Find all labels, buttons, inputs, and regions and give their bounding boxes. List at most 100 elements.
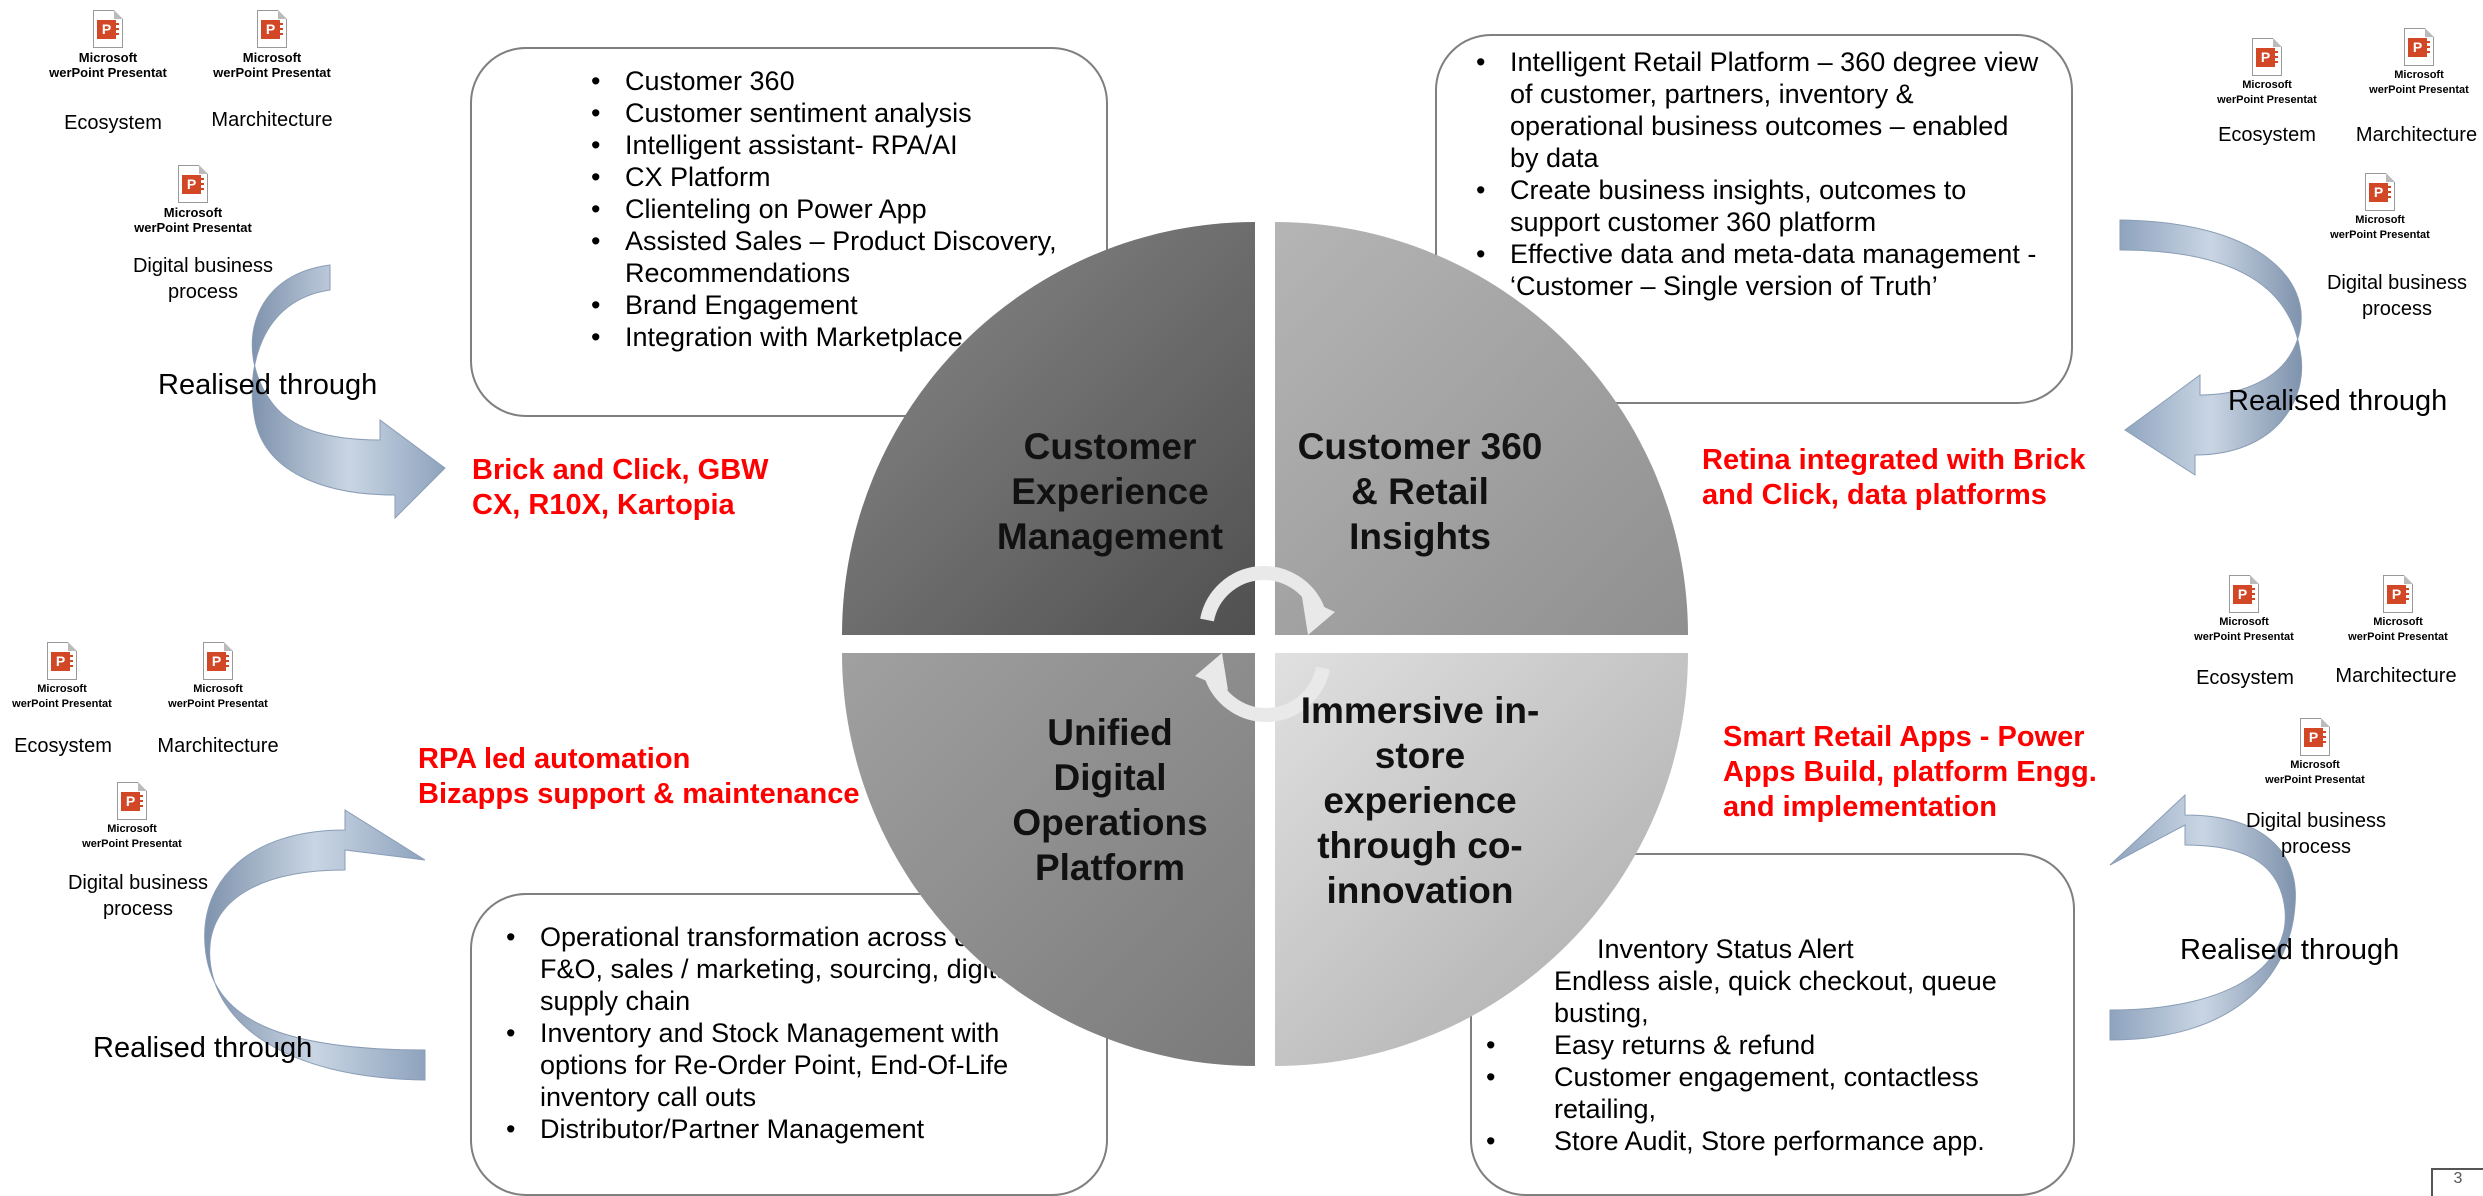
quadrant-label-bottom-right: Immersive in-store experience through co… (1300, 690, 1540, 911)
box-item: Easy returns & refund (1482, 1029, 2002, 1061)
ppt-embed-ecosystem[interactable]: P Microsoft werPoint Presentat (0, 642, 137, 712)
ppt-caption: Microsoft (2355, 214, 2405, 226)
ppt-caption: Microsoft (107, 823, 157, 835)
ppt-caption: Microsoft (193, 683, 243, 695)
box-item: Assisted Sales – Product Discovery, Reco… (587, 225, 1087, 289)
powerpoint-file-icon: P (2383, 575, 2413, 613)
powerpoint-file-icon: P (257, 10, 287, 48)
ppt-caption: werPoint Presentat (82, 838, 182, 850)
box-item: Brand Engagement (587, 289, 1087, 321)
box-item: CX Platform (587, 161, 1087, 193)
box-item: Inventory and Stock Management with opti… (502, 1017, 1062, 1113)
ppt-embed-digital-business-process[interactable]: P Microsoft werPoint Presentat (2240, 718, 2390, 788)
curved-arrow-bottom-left (204, 809, 426, 1081)
ppt-embed-ecosystem[interactable]: P Microsoft werPoint Presentat (2192, 38, 2342, 108)
ppt-caption: werPoint Presentat (2194, 631, 2294, 643)
quadrant-label-bottom-left: Unified Digital Operations Platform (1012, 712, 1208, 888)
realised-through-label: Realised through (2180, 934, 2400, 966)
box-bottom-left: Operational transformation across core F… (470, 893, 1108, 1196)
curved-arrow-top-left (251, 264, 446, 520)
box-item: Integration with Marketplace (587, 321, 1087, 353)
ppt-label-marchitecture: Marchitecture (2355, 124, 2478, 146)
box-item: Customer sentiment analysis (587, 97, 1087, 129)
ppt-caption: Microsoft (163, 205, 223, 220)
ppt-caption: werPoint Presentat (2330, 229, 2430, 241)
powerpoint-file-icon: P (2404, 28, 2434, 66)
ppt-caption: werPoint Presentat (2348, 631, 2448, 643)
ppt-embed-marchitecture[interactable]: P Microsoft werPoint Presentat (2344, 28, 2483, 98)
powerpoint-file-icon: P (117, 782, 147, 820)
quadrant-bottom-right (1275, 653, 1688, 1066)
ppt-caption: werPoint Presentat (168, 698, 268, 710)
powerpoint-file-icon: P (47, 642, 77, 680)
ppt-caption: werPoint Presentat (12, 698, 112, 710)
ppt-embed-marchitecture[interactable]: P Microsoft werPoint Presentat (143, 642, 293, 712)
box-item: Inventory Status Alert (1597, 934, 1854, 964)
quadrant-top-left (842, 222, 1255, 635)
ppt-embed-ecosystem[interactable]: P Microsoft werPoint Presentat (33, 10, 183, 80)
ppt-label-ecosystem: Ecosystem (2218, 124, 2316, 146)
curved-arrow-top-right (2119, 219, 2303, 476)
ppt-label-marchitecture: Marchitecture (211, 109, 333, 131)
ppt-label-ecosystem: Ecosystem (64, 112, 162, 134)
ppt-embed-marchitecture[interactable]: P Microsoft werPoint Presentat (2323, 575, 2473, 645)
box-item: Clienteling on Power App (587, 193, 1087, 225)
quadrant-top-right (1275, 222, 1688, 635)
ppt-embed-marchitecture[interactable]: P Microsoft werPoint Presentat (197, 10, 347, 80)
ppt-caption: Microsoft (78, 50, 138, 65)
powerpoint-file-icon: P (2252, 38, 2282, 76)
realised-through-label: Realised through (93, 1032, 313, 1064)
ppt-embed-ecosystem[interactable]: P Microsoft werPoint Presentat (2169, 575, 2319, 645)
ppt-caption: Microsoft (2290, 759, 2340, 771)
powerpoint-file-icon: P (203, 642, 233, 680)
ppt-caption: Microsoft (2373, 616, 2423, 628)
quadrant-label-top-right: Customer 360 & Retail Insights (1297, 426, 1543, 557)
cycle-arrows-icon (1195, 566, 1335, 722)
ppt-caption: Microsoft (242, 50, 302, 65)
ppt-caption: Microsoft (2394, 69, 2444, 81)
ppt-caption: werPoint Presentat (134, 220, 252, 235)
powerpoint-file-icon: P (2300, 718, 2330, 756)
ppt-label-marchitecture: Marchitecture (157, 735, 279, 757)
box-item: Customer engagement, contactless retaili… (1482, 1061, 2002, 1125)
box-item: Endless aisle, quick checkout, queue bus… (1554, 966, 1997, 1028)
box-top-left: Customer 360 Customer sentiment analysis… (470, 47, 1108, 417)
ppt-embed-digital-business-process[interactable]: P Microsoft werPoint Presentat (118, 165, 268, 235)
box-item: Intelligent assistant- RPA/AI (587, 129, 1087, 161)
realised-through-label: Realised through (2228, 385, 2448, 417)
box-item: Intelligent Retail Platform – 360 degree… (1472, 46, 2042, 174)
ppt-caption: werPoint Presentat (49, 65, 167, 80)
box-item: Effective data and meta-data management … (1472, 238, 2042, 302)
ppt-embed-digital-business-process[interactable]: P Microsoft werPoint Presentat (57, 782, 207, 852)
powerpoint-file-icon: P (178, 165, 208, 203)
powerpoint-file-icon: P (2229, 575, 2259, 613)
powerpoint-file-icon: P (2365, 173, 2395, 211)
ppt-caption: werPoint Presentat (2369, 84, 2469, 96)
ppt-label-ecosystem: Ecosystem (2196, 667, 2294, 689)
ppt-label-ecosystem: Ecosystem (14, 735, 112, 757)
box-item: Operational transformation across core F… (502, 921, 1062, 1017)
box-item: Distributor/Partner Management (502, 1113, 1062, 1145)
realised-through-label: Realised through (158, 369, 378, 401)
ppt-caption: werPoint Presentat (2217, 94, 2317, 106)
ppt-embed-digital-business-process[interactable]: P Microsoft werPoint Presentat (2305, 173, 2455, 243)
ppt-caption: werPoint Presentat (213, 65, 331, 80)
ppt-caption: werPoint Presentat (2265, 774, 2365, 786)
ppt-caption: Microsoft (2219, 616, 2269, 628)
page-number: 3 (2431, 1168, 2483, 1196)
box-item: Store Audit, Store performance app. (1482, 1125, 2002, 1157)
box-item: Customer 360 (587, 65, 1087, 97)
quadrant-bottom-left (842, 653, 1255, 1066)
curved-arrow-bottom-right (2109, 793, 2296, 1041)
ppt-label-marchitecture: Marchitecture (2335, 665, 2457, 687)
